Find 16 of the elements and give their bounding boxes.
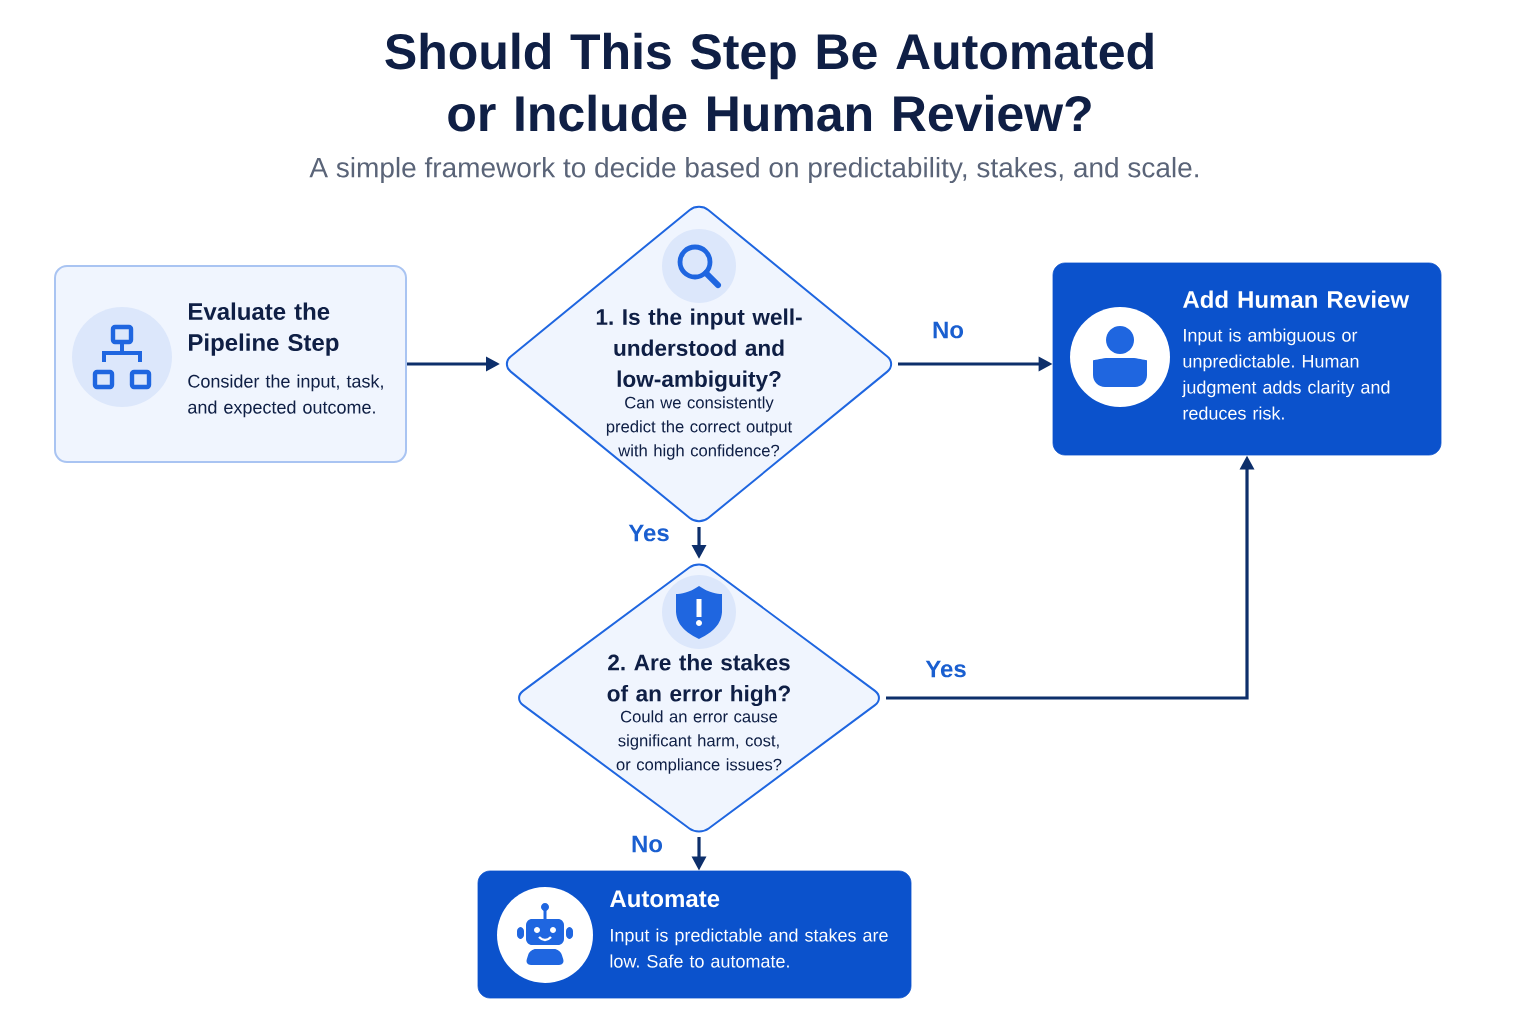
node-description: Can we consistently predict the correct output with high confidence?: [606, 396, 793, 460]
node-heading: 1. Is the input well-understood and low-ambiguity?: [596, 308, 802, 392]
edge-label: Yes: [626, 522, 672, 544]
node-heading: Add Human Review: [1183, 290, 1410, 308]
node-heading: Automate: [610, 890, 720, 908]
subtitle: A simple framework to decide based on predictability, stakes, and scale.: [309, 156, 1198, 184]
title: Should This Step Be Automated or Include Human Review?: [385, 32, 1153, 132]
node-description: Consider the input, task, and expected outcome.: [188, 374, 383, 418]
edge-label: No: [629, 833, 665, 855]
node-description: Input is predictable and stakes are low. Safe to automate.: [610, 928, 888, 968]
node-description: Input is ambiguous or unpredictable. Human judgment adds clarity and reduces risk.: [1181, 328, 1390, 420]
node-description: Could an error cause significant harm, cost, or compliance issues?: [616, 710, 782, 774]
node-heading: 2. Are the stakes of an error high?: [607, 653, 790, 707]
node-heading: Evaluate the Pipeline Step: [189, 302, 339, 356]
edge-label: No: [930, 319, 966, 341]
edge-label: Yes: [923, 658, 969, 680]
